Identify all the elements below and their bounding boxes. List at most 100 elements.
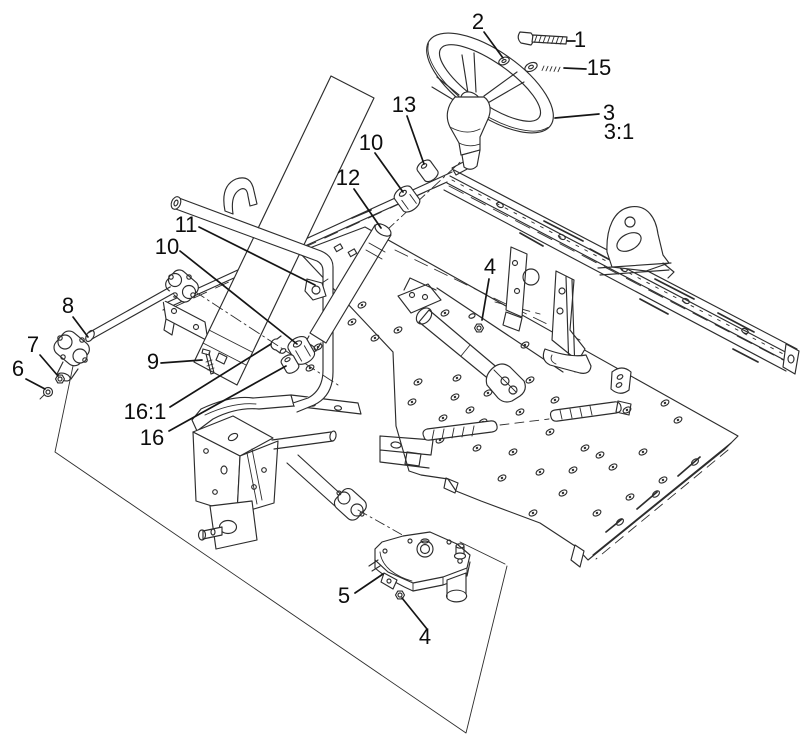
wheel-fasteners [498,31,568,73]
leader-line-15 [563,67,587,70]
tower-weldment [191,394,416,550]
bushing-16 [280,354,300,374]
callout-label-5: 5 [338,583,350,608]
pan-stud [508,448,518,456]
leader-line-13 [406,115,425,165]
callout-label-16: 16 [140,425,164,450]
callout-label-12: 12 [336,165,360,190]
clip-16-1 [270,335,287,354]
pan-stud [638,448,648,456]
console-panel [193,75,375,386]
leader-line-6 [25,378,46,390]
drag-rod [422,400,632,441]
right-frame-rail [443,159,800,375]
callout-label-16-1: 16:1 [124,399,167,424]
pan-stud [625,493,635,501]
nut-7 [54,374,66,384]
lower-u-joint-installed [333,488,367,521]
callout-label-9: 9 [147,349,159,374]
callout-label-11: 11 [175,212,198,237]
clamp-11-part [304,278,329,301]
pan-stud [592,509,602,517]
callout-label-15: 15 [587,55,611,80]
callout-label-10-upper: 10 [359,130,383,155]
pan-stud [393,326,403,334]
console-mount-plates [502,246,592,374]
nut-4-gearbox [394,590,406,600]
steering-gearbox [368,531,471,603]
pan-stud [357,301,367,309]
callout-label-10-lower: 10 [155,234,179,259]
steering-column-tube [303,223,392,353]
pan-stud [535,468,545,476]
pan-stud [568,466,578,474]
pan-stud [673,416,683,424]
bolt-9 [201,348,215,375]
callout-label-2: 2 [472,9,484,34]
pan-stud [413,378,423,386]
callout-label-3: 3 [603,100,615,125]
axle-tube [397,277,526,403]
callout-label-1: 1 [574,27,586,52]
pan-stud [580,444,590,452]
washer-15 [524,61,538,73]
leader-line-10-upper [374,152,404,193]
leader-line-4-gearbox [401,597,428,630]
leader-line-10-lower [179,250,298,345]
steering-wheel [426,32,554,170]
leader-line-5 [354,573,384,594]
pan-stud [407,398,417,406]
pan-stud-layer [305,286,683,517]
pan-stud [528,509,538,517]
shaft-bushings-upper [393,159,439,213]
leader-line-16 [168,365,287,432]
pan-stud [608,463,618,471]
boundary-outline [54,365,508,734]
leader-line-8 [72,316,89,338]
pin-6 [39,386,54,400]
pan-stud [452,374,462,382]
pan-stud [305,364,315,372]
callout-label-3-1: 3:1 [604,119,635,144]
pan-stud [658,476,668,484]
ear-bracket [597,206,675,279]
pan-stud [440,309,450,317]
pan-stud [497,474,507,482]
pan-stud [520,341,530,349]
u-joint-lower [53,330,90,382]
pan-stud [595,451,605,459]
leader-line-16-1 [169,343,272,408]
pan-stud [438,414,448,422]
pan-stud [347,318,357,326]
pan-stud [450,393,460,401]
pan-stud [545,428,555,436]
leader-line-4-frame [481,278,490,321]
pan-stud [525,376,535,384]
callout-label-6: 6 [12,356,24,381]
leader-line-12 [353,188,382,229]
pan-stud [370,334,380,342]
screw-1 [517,31,568,46]
leader-line-9 [160,359,203,364]
callout-label-7: 7 [27,332,39,357]
leader-line-3 [554,113,600,119]
nut-4-frame [468,313,485,333]
leader-line-11 [198,226,316,286]
steering-shaft-8 [39,286,215,400]
u-joint-upper [165,269,199,303]
callout-label-4-gearbox: 4 [419,624,431,649]
pan-stud [558,489,568,497]
bushing-13 [416,159,439,183]
steering-axis-line [386,151,472,231]
pan-stud [465,406,475,414]
leader-line-7 [39,354,59,377]
callout-label-4-frame: 4 [484,254,496,279]
leader-line-2 [483,31,504,59]
callout-label-8: 8 [62,293,74,318]
pan-stud [472,444,482,452]
callout-label-13: 13 [392,92,416,117]
bushing-10-upper [393,185,421,213]
